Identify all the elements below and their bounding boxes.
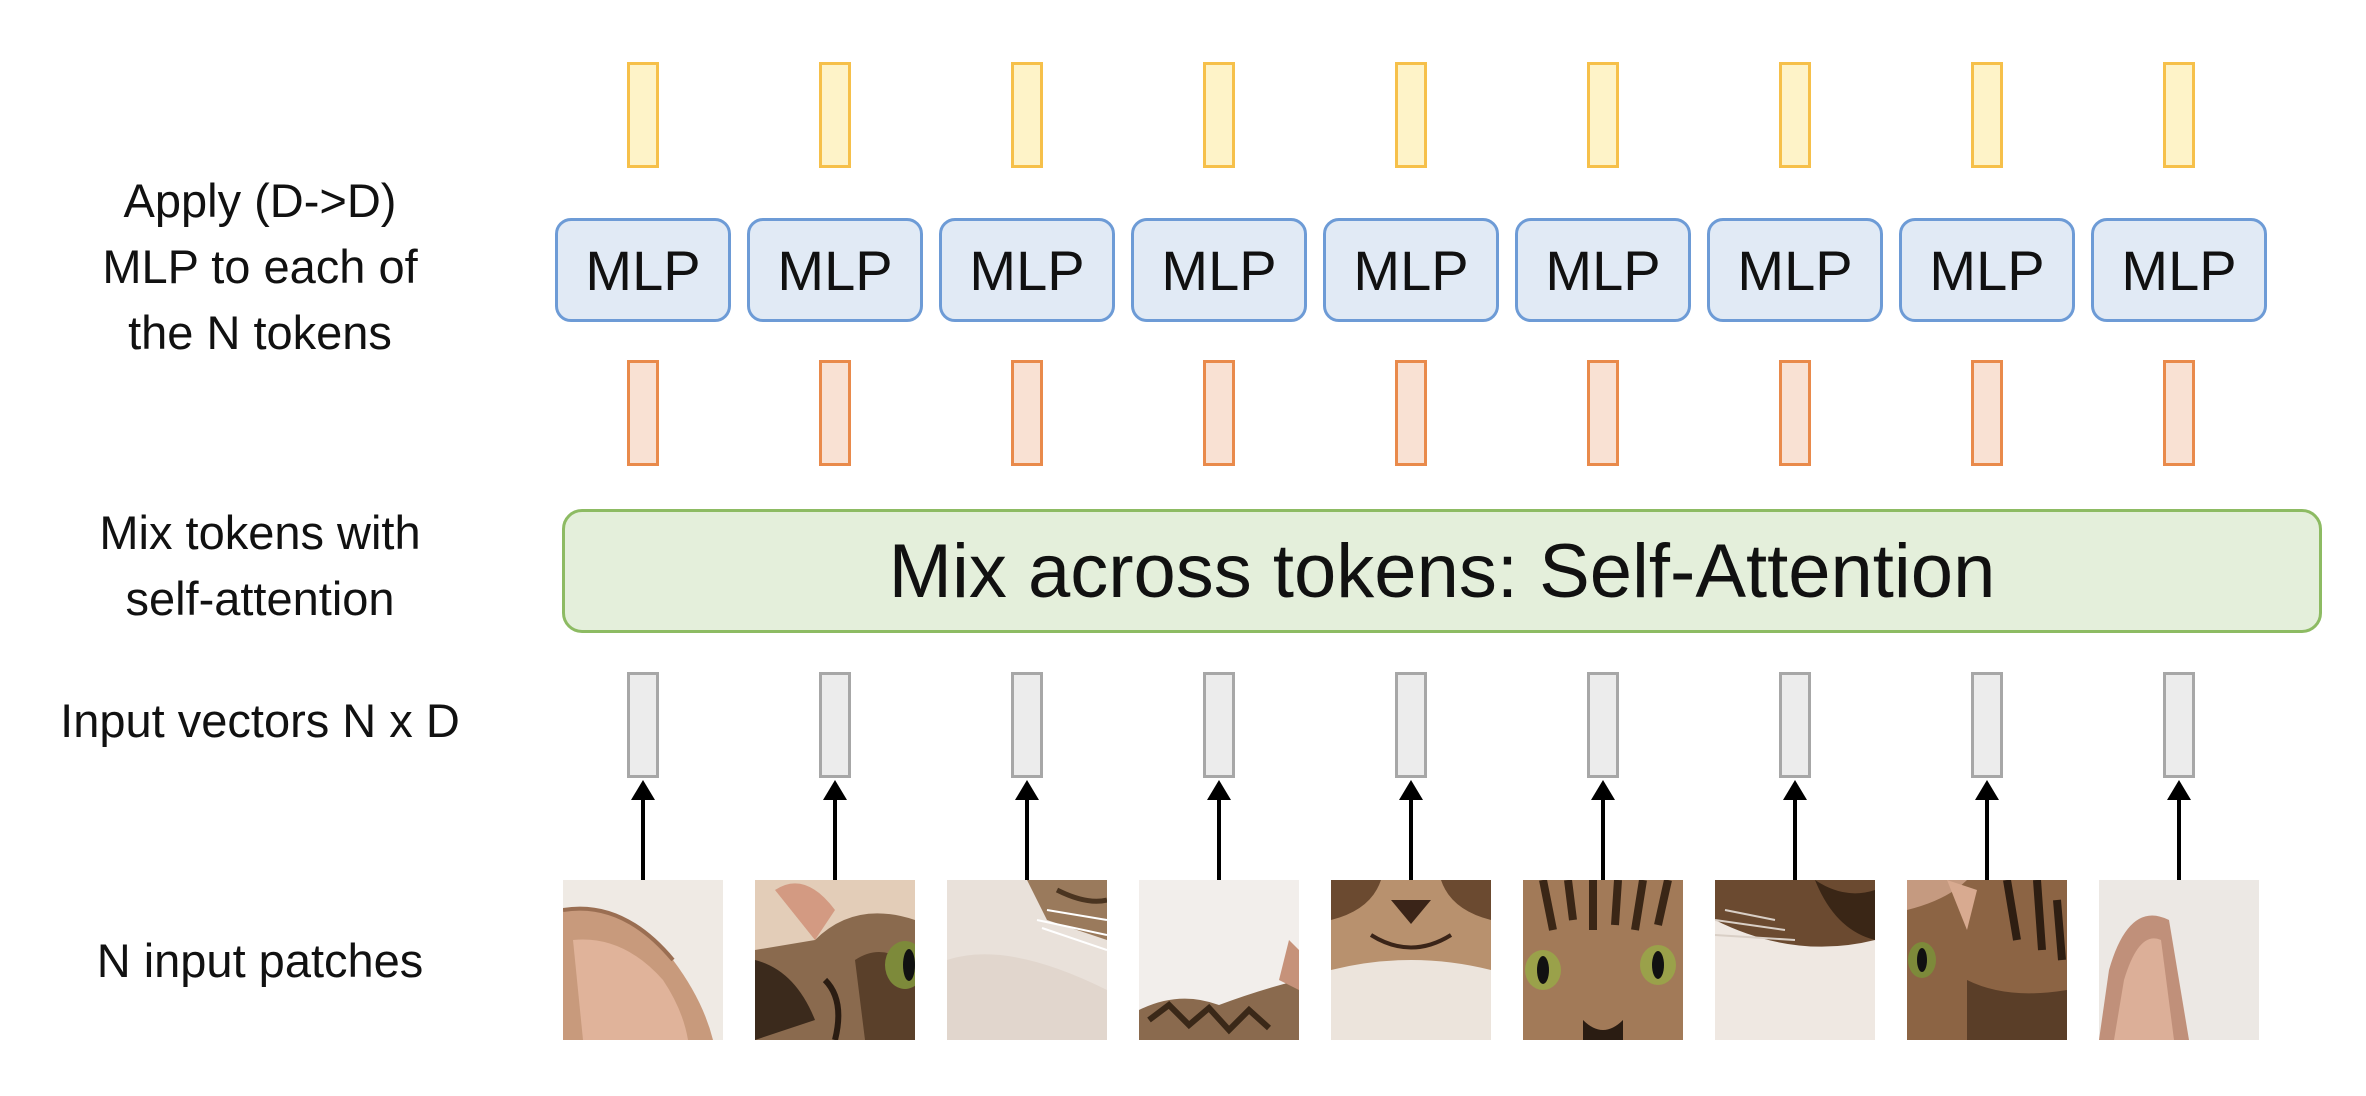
mlp-box: MLP — [2091, 218, 2267, 322]
up-arrow — [631, 780, 655, 880]
output-vector — [1395, 62, 1427, 168]
attention-row-label-line-2: self-attention — [125, 572, 395, 625]
attended-vector — [819, 360, 851, 466]
input-row-label-text: Input vectors N x D — [60, 694, 460, 747]
self-attention-block: Mix across tokens: Self-Attention — [562, 509, 2322, 633]
output-vector — [627, 62, 659, 168]
attended-vector — [627, 360, 659, 466]
mlp-row-label: Apply (D->D) MLP to each of the N tokens — [20, 168, 500, 366]
mlp-box: MLP — [1515, 218, 1691, 322]
up-arrow — [1207, 780, 1231, 880]
attended-vector — [1587, 360, 1619, 466]
input-vector — [627, 672, 659, 778]
input-vector — [2163, 672, 2195, 778]
image-patch-cat-fur — [947, 880, 1107, 1040]
input-vector — [1395, 672, 1427, 778]
up-arrow — [1975, 780, 1999, 880]
patch-row-label: N input patches — [20, 928, 500, 994]
mlp-box: MLP — [1131, 218, 1307, 322]
output-vector — [1971, 62, 2003, 168]
patch-row-label-text: N input patches — [96, 934, 424, 987]
attended-vector — [1203, 360, 1235, 466]
up-arrow — [823, 780, 847, 880]
input-vector — [1203, 672, 1235, 778]
mlp-box: MLP — [1707, 218, 1883, 322]
output-vector — [1779, 62, 1811, 168]
mlp-box: MLP — [1323, 218, 1499, 322]
attended-vector — [2163, 360, 2195, 466]
up-arrow — [1399, 780, 1423, 880]
input-vector — [1011, 672, 1043, 778]
image-patch-cat-nose — [1331, 880, 1491, 1040]
mlp-box: MLP — [747, 218, 923, 322]
output-vector — [2163, 62, 2195, 168]
attended-vector — [1011, 360, 1043, 466]
mlp-row-label-line-1: Apply (D->D) — [123, 174, 397, 227]
input-vector — [1971, 672, 2003, 778]
output-vector — [819, 62, 851, 168]
up-arrow — [1783, 780, 1807, 880]
mlp-box: MLP — [939, 218, 1115, 322]
attended-vector — [1779, 360, 1811, 466]
input-vector — [819, 672, 851, 778]
output-vector — [1587, 62, 1619, 168]
mlp-box: MLP — [1899, 218, 2075, 322]
attended-vector — [1971, 360, 2003, 466]
up-arrow — [1591, 780, 1615, 880]
mlp-row-label-line-3: the N tokens — [128, 306, 392, 359]
attention-row-label-line-1: Mix tokens with — [99, 506, 421, 559]
output-vector — [1011, 62, 1043, 168]
image-patch-cat-head-bottom — [1139, 880, 1299, 1040]
image-patch-cat-ear — [563, 880, 723, 1040]
input-vector — [1587, 672, 1619, 778]
image-patch-cat-eye-left — [1907, 880, 2067, 1040]
input-row-label: Input vectors N x D — [20, 688, 500, 754]
image-patch-cat-cheek — [1715, 880, 1875, 1040]
output-vector — [1203, 62, 1235, 168]
input-vector — [1779, 672, 1811, 778]
up-arrow — [2167, 780, 2191, 880]
mlp-box: MLP — [555, 218, 731, 322]
up-arrow — [1015, 780, 1039, 880]
mlp-row-label-line-2: MLP to each of — [102, 240, 418, 293]
attended-vector — [1395, 360, 1427, 466]
image-patch-cat-ear-right — [2099, 880, 2259, 1040]
attention-row-label: Mix tokens with self-attention — [20, 500, 500, 632]
image-patch-cat-eyes — [1523, 880, 1683, 1040]
image-patch-cat-eye — [755, 880, 915, 1040]
